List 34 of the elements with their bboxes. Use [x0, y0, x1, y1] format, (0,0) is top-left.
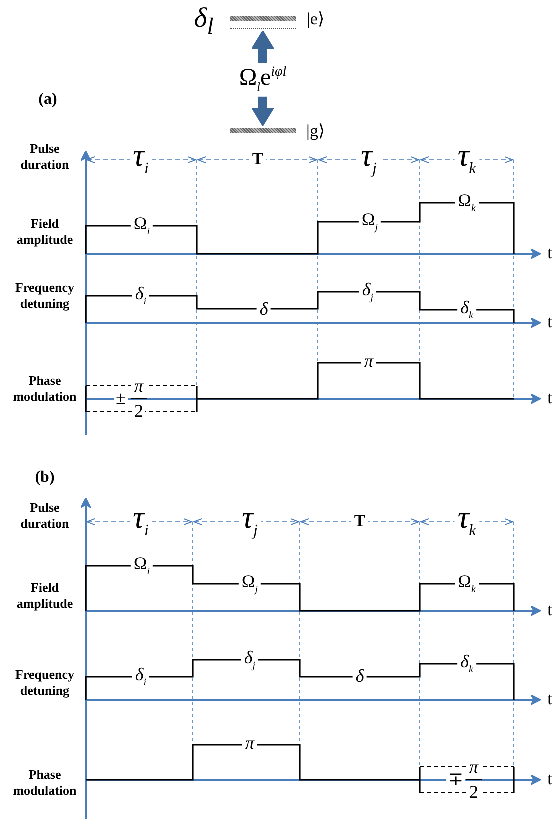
detuning-label: δ$_{i}$: [132, 284, 150, 308]
panel-label: (a): [38, 91, 58, 109]
arrow: [252, 96, 274, 126]
row-label: Phase modulation: [12, 372, 78, 406]
state-label: |g⟩: [306, 120, 326, 142]
axis-label: t: [546, 314, 554, 332]
detuning-label: δ$_{i}$: [132, 666, 150, 688]
amplitude-label: Ω$_{i}$: [130, 554, 154, 578]
amplitude-label: Ω$_{i}$: [130, 214, 154, 238]
axis-label: t: [546, 244, 554, 264]
amplitude-label: Ω$_{j}$: [358, 210, 382, 234]
axis-label: t: [546, 602, 554, 620]
amplitude-label: Ω$_{k}$: [455, 572, 479, 596]
coupling-label: Ω$_{l}$e$^{iφl}$: [239, 65, 287, 95]
detuning-label: δ$_{k}$: [458, 298, 476, 322]
row-label: Pulse duration: [20, 140, 70, 174]
detuning-label: δ$_{j}$: [359, 280, 377, 304]
amplitude-label: Ω$_{j}$: [238, 572, 262, 596]
row-label: Phase modulation: [12, 766, 78, 800]
row-label: Frequency detuning: [14, 666, 76, 700]
detuning-label: δ$_{l}$: [194, 3, 214, 41]
row-label: Field amplitude: [16, 580, 74, 612]
state-label: |e⟩: [307, 8, 325, 30]
detuning-label: δ$_{k}$: [458, 652, 476, 676]
panel-label: (b): [34, 469, 56, 487]
row-label: Frequency detuning: [14, 280, 76, 312]
row-label: Pulse duration: [20, 500, 70, 532]
axis-label: t: [546, 390, 554, 408]
detuning-label: δ$_{j}$: [241, 648, 259, 672]
axis-label: t: [546, 690, 554, 710]
arrow: [252, 30, 274, 64]
row-label: Field amplitude: [16, 216, 74, 248]
axis-label: t: [546, 770, 554, 790]
amplitude-label: Ω$_{k}$: [455, 192, 479, 214]
